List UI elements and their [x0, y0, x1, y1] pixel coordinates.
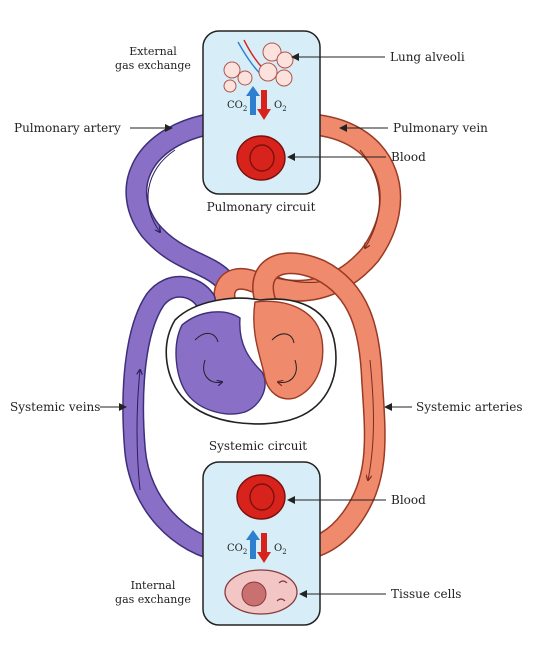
- systemic-veins-label: Systemic veins: [10, 400, 100, 414]
- heart: [165, 297, 337, 425]
- internal-gas-exchange-label-line2: gas exchange: [115, 593, 191, 606]
- blood-label-bottom: Blood: [391, 493, 426, 507]
- pulmonary-vein-label: Pulmonary vein: [393, 121, 488, 135]
- pulmonary-artery-label: Pulmonary artery: [14, 121, 121, 135]
- systemic-veins-vessel: [122, 275, 236, 563]
- pulmonary-artery-vessel: [125, 114, 233, 289]
- lung-alveoli-label: Lung alveoli: [390, 50, 465, 64]
- leader-lines: [100, 53, 412, 598]
- internal-gas-exchange-label-line1: Internal: [131, 579, 176, 592]
- o2-label-bottom: O2: [274, 543, 287, 556]
- blood-cell-bottom-icon: [236, 474, 286, 520]
- blood-cell-top-icon: [236, 135, 286, 181]
- blood-label-top: Blood: [391, 150, 426, 164]
- pulmonary-circuit-label: Pulmonary circuit: [207, 200, 316, 214]
- aorta-vessel: [252, 252, 386, 561]
- co2-label-top: CO2: [227, 100, 247, 113]
- left-heart: [253, 300, 324, 400]
- external-gas-exchange-label-line2: gas exchange: [115, 59, 191, 72]
- lung-alveoli-icon: [223, 39, 294, 93]
- gas-exchange-arrows-top: [246, 86, 271, 120]
- external-gas-exchange-label-line1: External: [129, 45, 177, 58]
- systemic-circuit-label: Systemic circuit: [209, 439, 307, 453]
- systemic-arteries-label: Systemic arteries: [416, 400, 522, 414]
- tissue-cell-icon: [224, 569, 298, 615]
- o2-label-top: O2: [274, 100, 287, 113]
- tissue-cells-label: Tissue cells: [391, 587, 461, 601]
- co2-label-bottom: CO2: [227, 543, 247, 556]
- gas-exchange-arrows-bottom: [246, 530, 271, 563]
